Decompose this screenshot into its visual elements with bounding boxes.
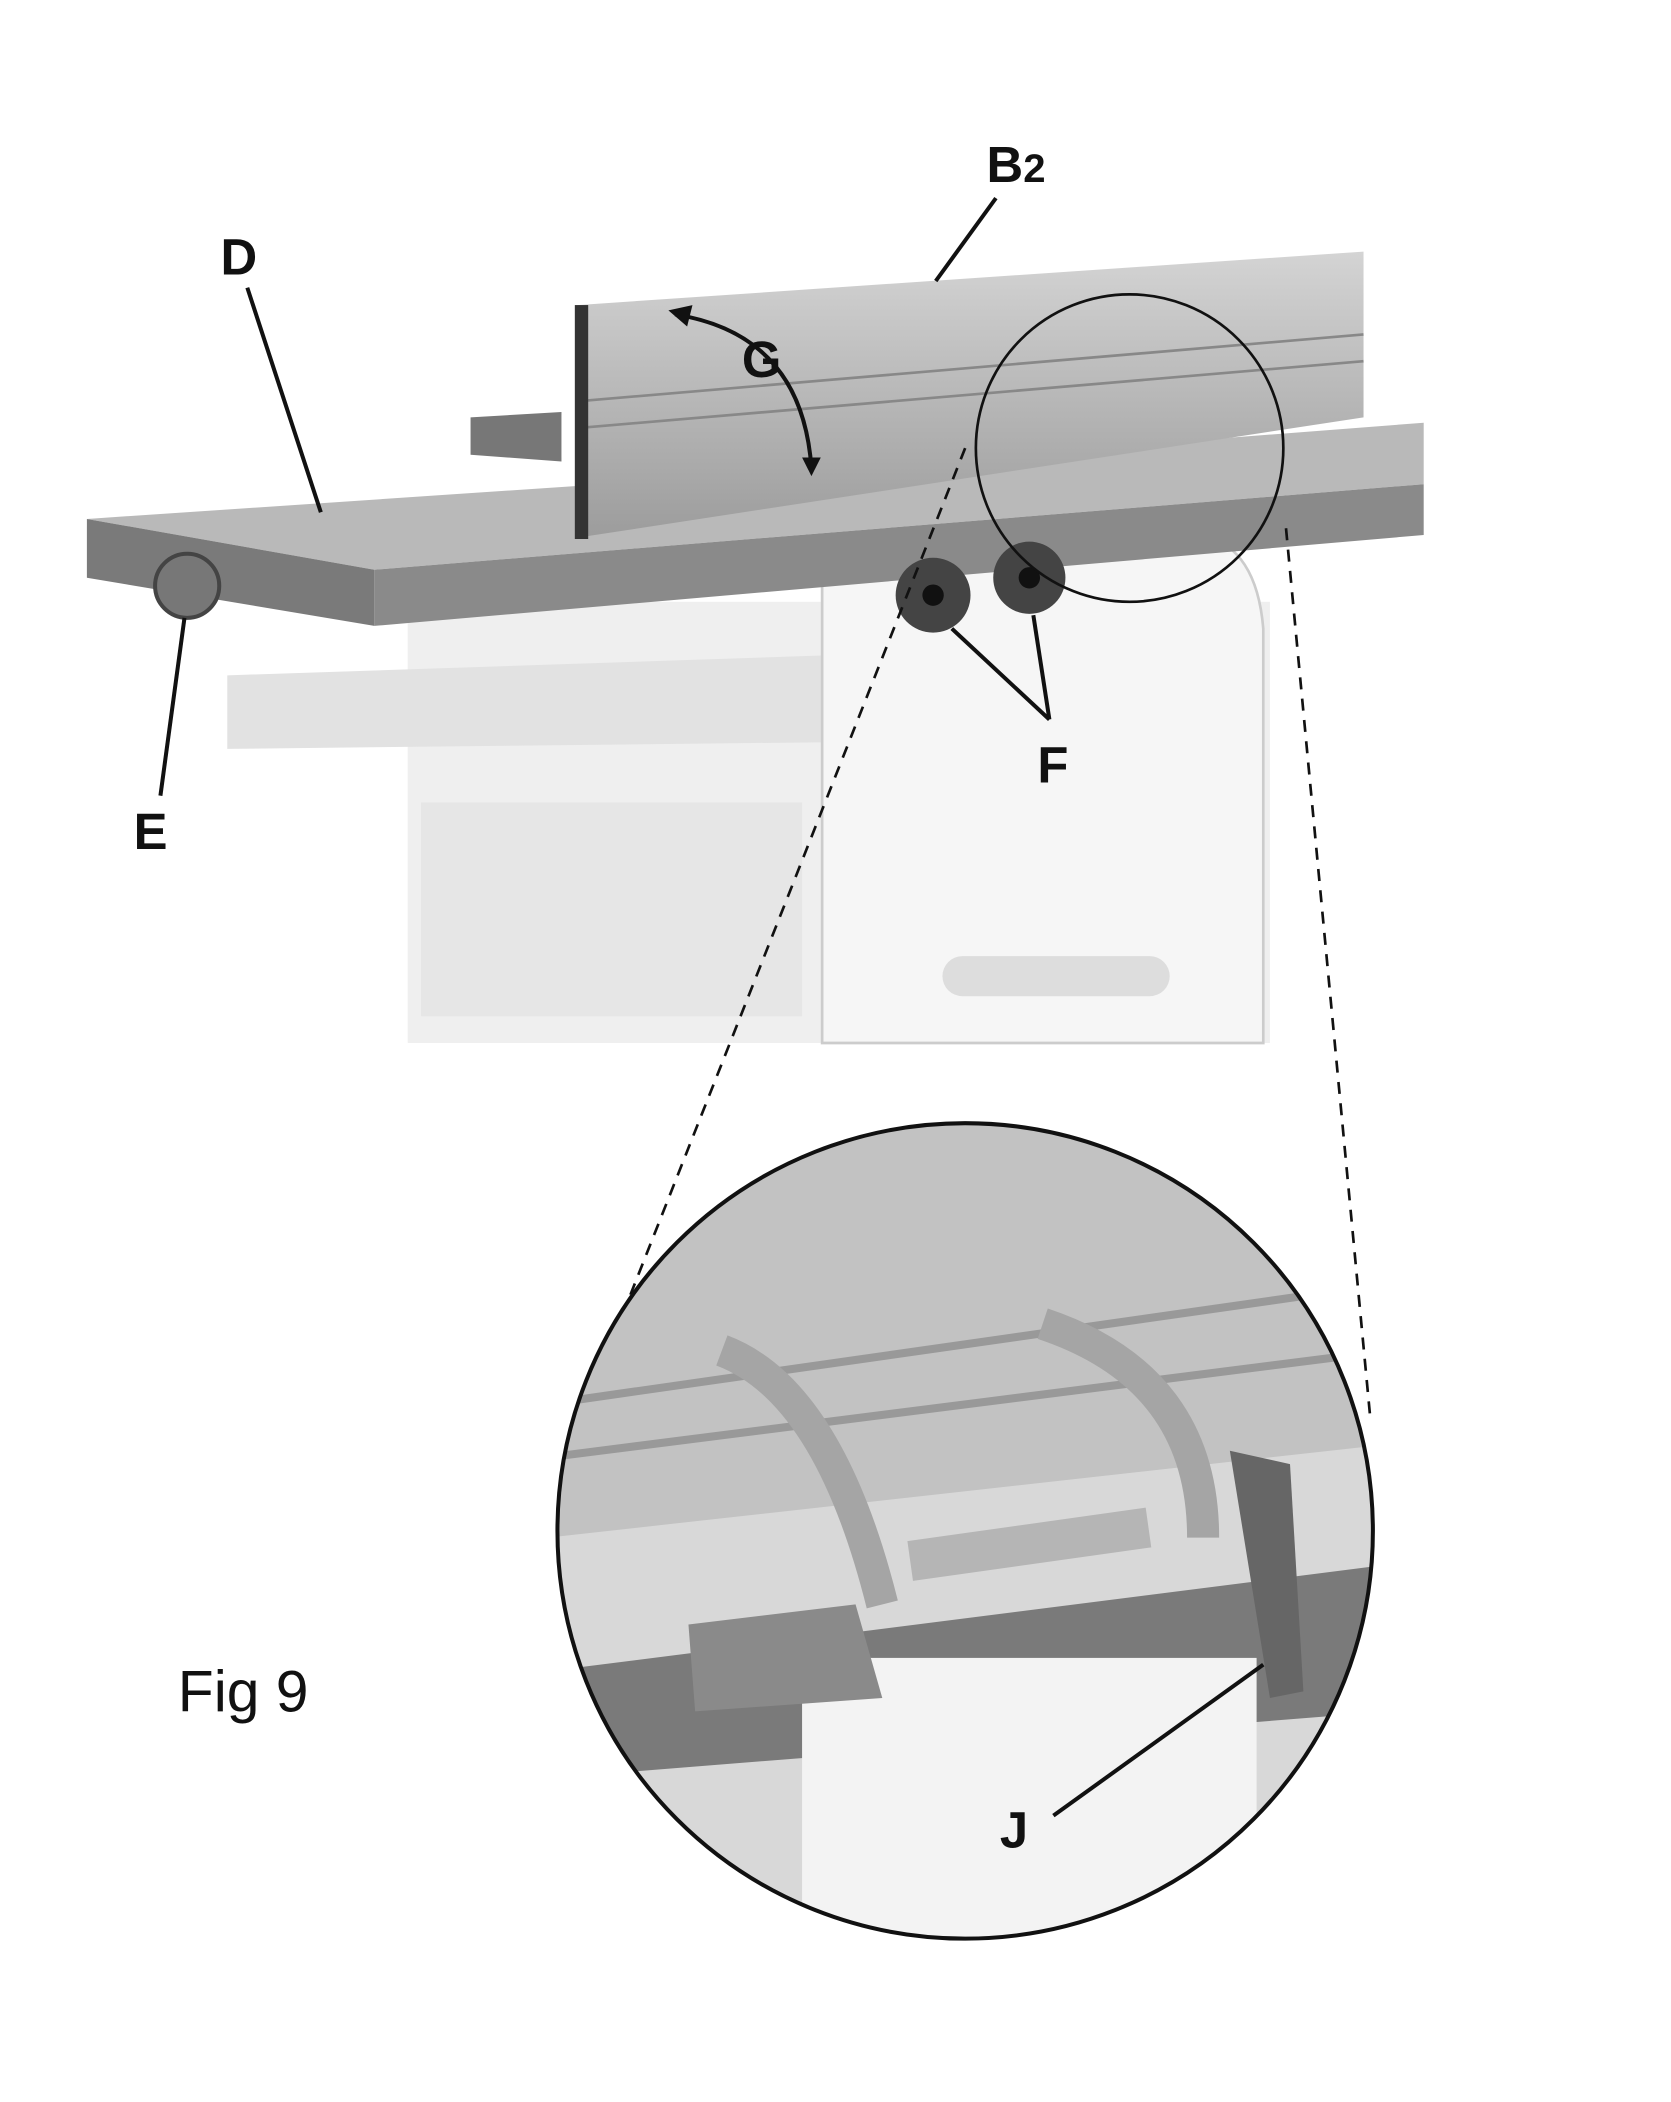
label-d: D bbox=[221, 228, 258, 285]
label-f: F bbox=[1037, 736, 1068, 793]
knob-e-icon[interactable] bbox=[153, 551, 222, 620]
label-b2: B2 bbox=[987, 136, 1046, 193]
label-g: G bbox=[742, 331, 781, 388]
detail-circle-large bbox=[555, 1121, 1375, 1941]
clamp-lever-j[interactable] bbox=[1229, 1450, 1304, 1699]
figure-caption: Fig 9 bbox=[178, 1659, 309, 1724]
fence-b2 bbox=[470, 251, 1364, 540]
machine-base bbox=[227, 533, 1270, 1045]
detail-circle-small bbox=[974, 293, 1285, 604]
label-j: J bbox=[1000, 1802, 1028, 1859]
tilt-arrow-g-icon bbox=[674, 312, 814, 469]
label-e: E bbox=[134, 803, 168, 860]
